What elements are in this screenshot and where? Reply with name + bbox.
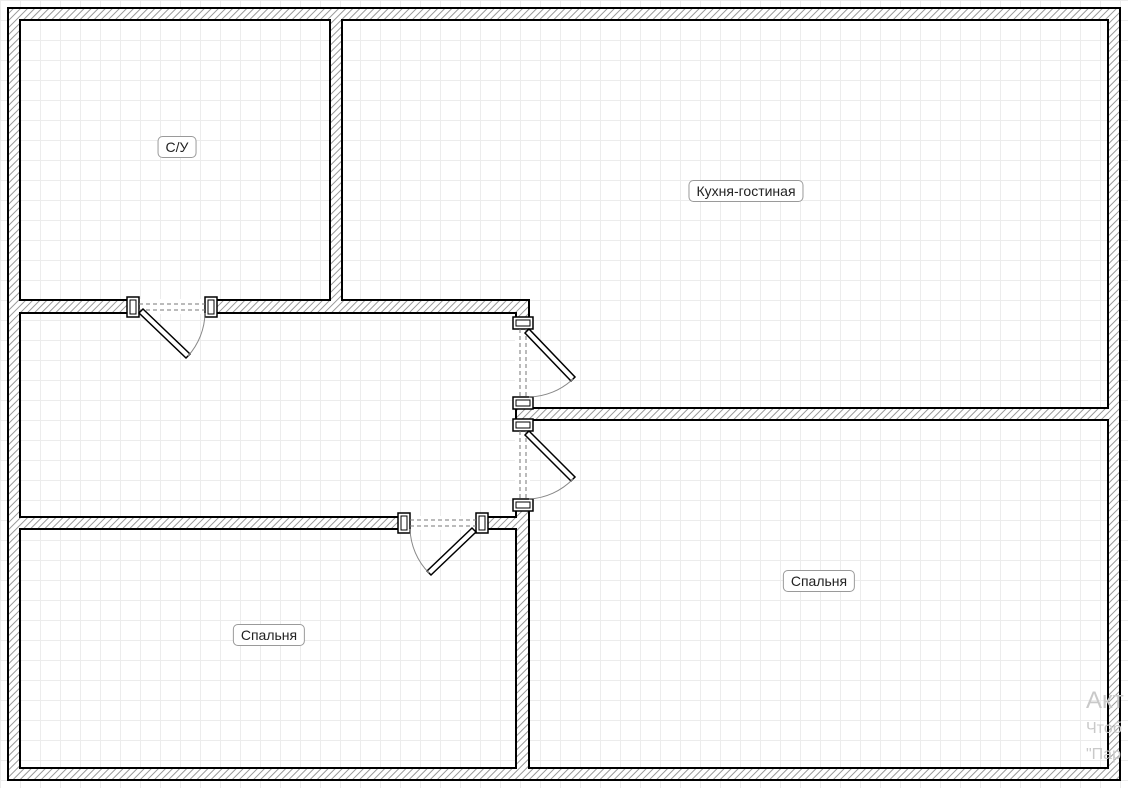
room-label-bedroom-right[interactable]: Спальня (782, 570, 856, 592)
door-leaves[interactable] (137, 307, 577, 577)
room-label-kitchen-living[interactable]: Кухня-гостиная (688, 180, 804, 202)
door-leaf-bedroom-left (425, 526, 478, 577)
door-openings (139, 299, 530, 530)
watermark-title: Акт (1086, 687, 1124, 714)
door-leaf-bedroom-right (523, 429, 577, 483)
room-label-bedroom-left[interactable]: Спальня (232, 624, 306, 646)
watermark-line-2: "Пар (1086, 746, 1121, 763)
activation-watermark: Акт Чтоб "Пар (1086, 686, 1128, 786)
door-jambs (126, 296, 534, 534)
door-leaf-kitchen (523, 327, 577, 383)
walls[interactable] (7, 7, 1121, 781)
watermark-line-1: Чтоб (1086, 720, 1122, 737)
door-thresholds (139, 303, 527, 527)
door-jamb-inner (129, 299, 531, 531)
door-swing-arcs (187, 312, 574, 574)
door-leaf-bathroom (137, 307, 192, 360)
room-label-bathroom[interactable]: С/У (157, 136, 197, 158)
